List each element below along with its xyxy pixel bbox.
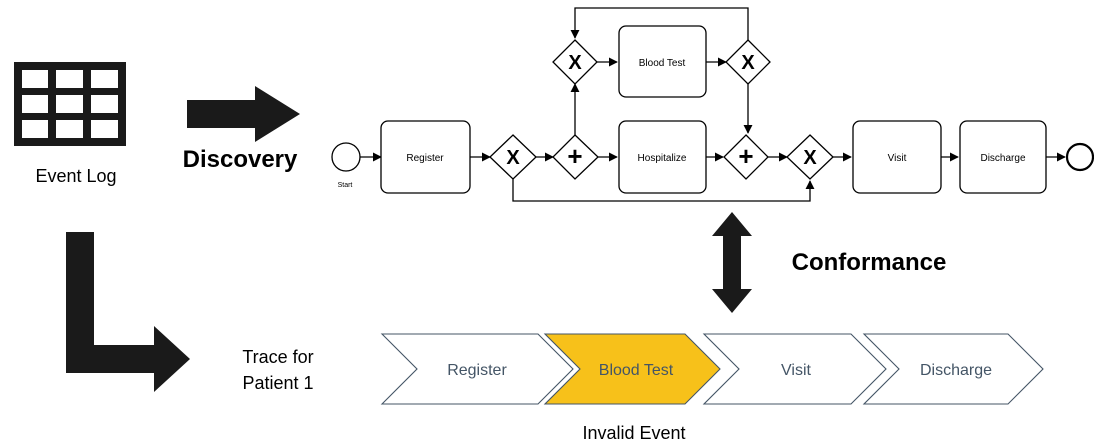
trace-step-discharge: [862, 333, 1044, 405]
exclusive-gateway: [552, 39, 598, 85]
parallel-gateway: [723, 134, 769, 180]
conformance-double-arrow: [712, 212, 752, 313]
exclusive-gateway: [786, 134, 834, 180]
trace-step-label: Register: [447, 362, 507, 379]
trace-label-line1: Trace for: [242, 347, 313, 367]
exclusive-gateway-symbol: X: [506, 147, 520, 169]
exclusive-gateway: [725, 39, 771, 85]
exclusive-gateway-symbol: X: [803, 147, 817, 169]
trace-step-label: Visit: [781, 362, 811, 379]
conformance-label: Conformance: [792, 249, 947, 276]
trace-step-blood-test: [543, 333, 721, 405]
start-event: [331, 142, 361, 172]
trace-step-label: Blood Test: [599, 362, 674, 379]
trace-label-line2: Patient 1: [242, 373, 313, 393]
task-visit-label: Visit: [888, 153, 907, 164]
start-label: Start: [338, 182, 353, 189]
task-discharge: [959, 120, 1047, 194]
exclusive-gateway-symbol: X: [741, 52, 755, 74]
exclusive-gateway-symbol: X: [568, 52, 582, 74]
parallel-gateway-symbol: +: [738, 141, 753, 171]
trace-step-register: [380, 333, 574, 405]
trace-step-visit: [702, 333, 887, 405]
task-discharge-label: Discharge: [980, 153, 1025, 164]
exclusive-gateway: [489, 134, 537, 180]
parallel-gateway-symbol: +: [567, 141, 582, 171]
parallel-gateway: [552, 134, 599, 180]
task-hospitalize: [618, 120, 707, 194]
task-blood-test-label: Blood Test: [639, 58, 686, 69]
task-hospitalize-label: Hospitalize: [638, 153, 687, 164]
task-register-label: Register: [406, 153, 444, 164]
task-visit: [852, 120, 942, 194]
trace-arrow: [66, 232, 190, 392]
event-log-label: Event Log: [35, 166, 116, 186]
discovery-arrow: [187, 86, 300, 142]
event-log-table-icon: [14, 62, 126, 146]
task-blood-test: [618, 25, 707, 98]
invalid-event-label: Invalid Event: [582, 423, 685, 443]
trace-step-label: Discharge: [920, 362, 992, 379]
task-register: [380, 120, 471, 194]
end-event: [1065, 142, 1094, 172]
discovery-label: Discovery: [183, 146, 298, 173]
